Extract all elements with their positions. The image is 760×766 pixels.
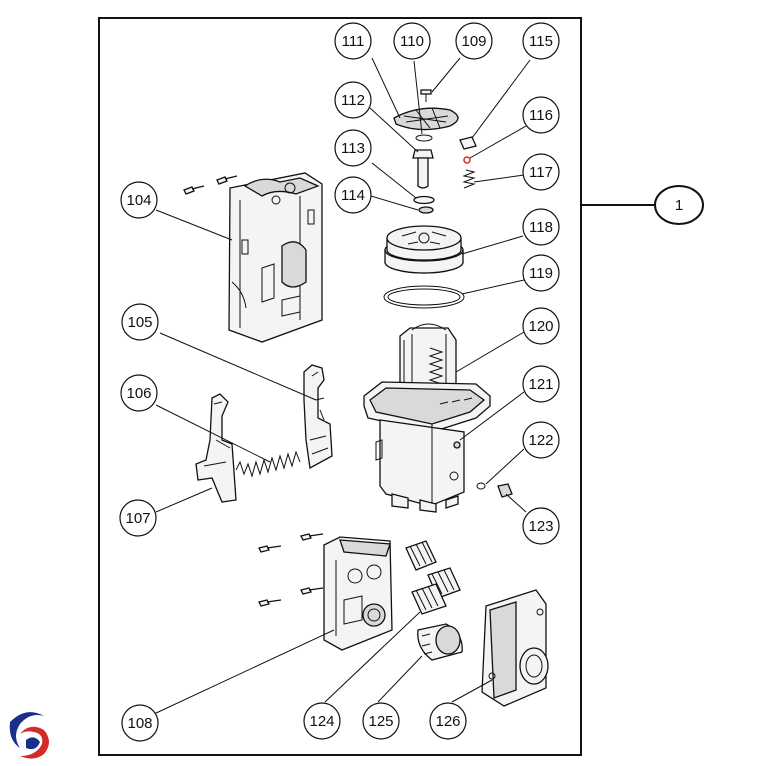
callout-105-label: 105 <box>127 314 152 331</box>
callout-120: 120 <box>522 307 560 345</box>
part-108-base-block <box>258 533 393 651</box>
callout-104: 104 <box>120 181 158 219</box>
part-109-screw <box>420 89 432 102</box>
callout-114: 114 <box>334 176 372 214</box>
part-117-small-spring <box>462 169 476 189</box>
callout-125-label: 125 <box>368 713 393 730</box>
callout-108-label: 108 <box>127 715 152 732</box>
callout-121: 121 <box>522 365 560 403</box>
callout-122: 122 <box>522 421 560 459</box>
assembly-number: 1 <box>675 197 683 214</box>
callout-117: 117 <box>522 153 560 191</box>
part-106-spring <box>235 450 301 478</box>
callout-104-label: 104 <box>126 192 151 209</box>
callout-115-label: 115 <box>529 33 553 50</box>
brand-logo-icon <box>2 711 54 763</box>
part-115-cap <box>459 136 477 150</box>
callout-119-label: 119 <box>529 265 553 282</box>
callout-114-label: 114 <box>341 187 365 204</box>
callout-118-label: 118 <box>529 219 553 236</box>
callout-116: 116 <box>522 96 560 134</box>
callout-109-label: 109 <box>461 33 486 50</box>
callout-107: 107 <box>119 499 157 537</box>
part-116-small-oring <box>463 156 471 164</box>
callout-111: 111 <box>334 22 372 60</box>
part-112-bolt <box>412 149 434 189</box>
assembly-callout: 1 <box>654 185 704 225</box>
part-111-ring <box>415 134 433 142</box>
callout-124-label: 124 <box>309 713 334 730</box>
callout-126-label: 126 <box>435 713 460 730</box>
callout-123: 123 <box>522 507 560 545</box>
part-107-trigger <box>195 393 237 503</box>
callout-108: 108 <box>121 704 159 742</box>
callout-113: 113 <box>334 129 372 167</box>
callout-125: 125 <box>362 702 400 740</box>
callout-123-label: 123 <box>528 518 553 535</box>
part-123-fitting <box>497 483 513 498</box>
callout-105: 105 <box>121 303 159 341</box>
part-114-clip <box>418 206 434 214</box>
callout-109: 109 <box>455 22 493 60</box>
callout-124: 124 <box>303 702 341 740</box>
part-126-side-housing <box>481 589 549 707</box>
part-119-oring <box>383 285 465 309</box>
part-110-screen <box>393 107 459 131</box>
diagram-frame <box>98 17 582 756</box>
part-121-main-body <box>363 381 491 513</box>
callout-119: 119 <box>522 254 560 292</box>
callout-122-label: 122 <box>528 432 553 449</box>
callout-110-label: 110 <box>400 33 424 50</box>
callout-112: 112 <box>334 81 372 119</box>
part-125-sleeve-gear <box>417 623 463 661</box>
part-118-piston-head <box>384 225 464 274</box>
part-104-housing-cover <box>183 172 323 343</box>
callout-106-label: 106 <box>126 385 151 402</box>
part-113-washer <box>413 195 435 205</box>
callout-107-label: 107 <box>125 510 150 527</box>
callout-126: 126 <box>429 702 467 740</box>
callout-121-label: 121 <box>528 376 553 393</box>
leader-lines <box>153 57 531 715</box>
part-124-gears <box>405 540 461 615</box>
part-122-washer <box>476 482 486 490</box>
callout-112-label: 112 <box>341 92 365 109</box>
callout-117-label: 117 <box>529 164 553 181</box>
callout-113-label: 113 <box>341 140 365 157</box>
callout-110: 110 <box>393 22 431 60</box>
callout-115: 115 <box>522 22 560 60</box>
callout-118: 118 <box>522 208 560 246</box>
callout-120-label: 120 <box>528 318 553 335</box>
part-105-latch <box>303 364 333 470</box>
callout-111-label: 111 <box>342 33 365 50</box>
callout-106: 106 <box>120 374 158 412</box>
callout-116-label: 116 <box>529 107 553 124</box>
